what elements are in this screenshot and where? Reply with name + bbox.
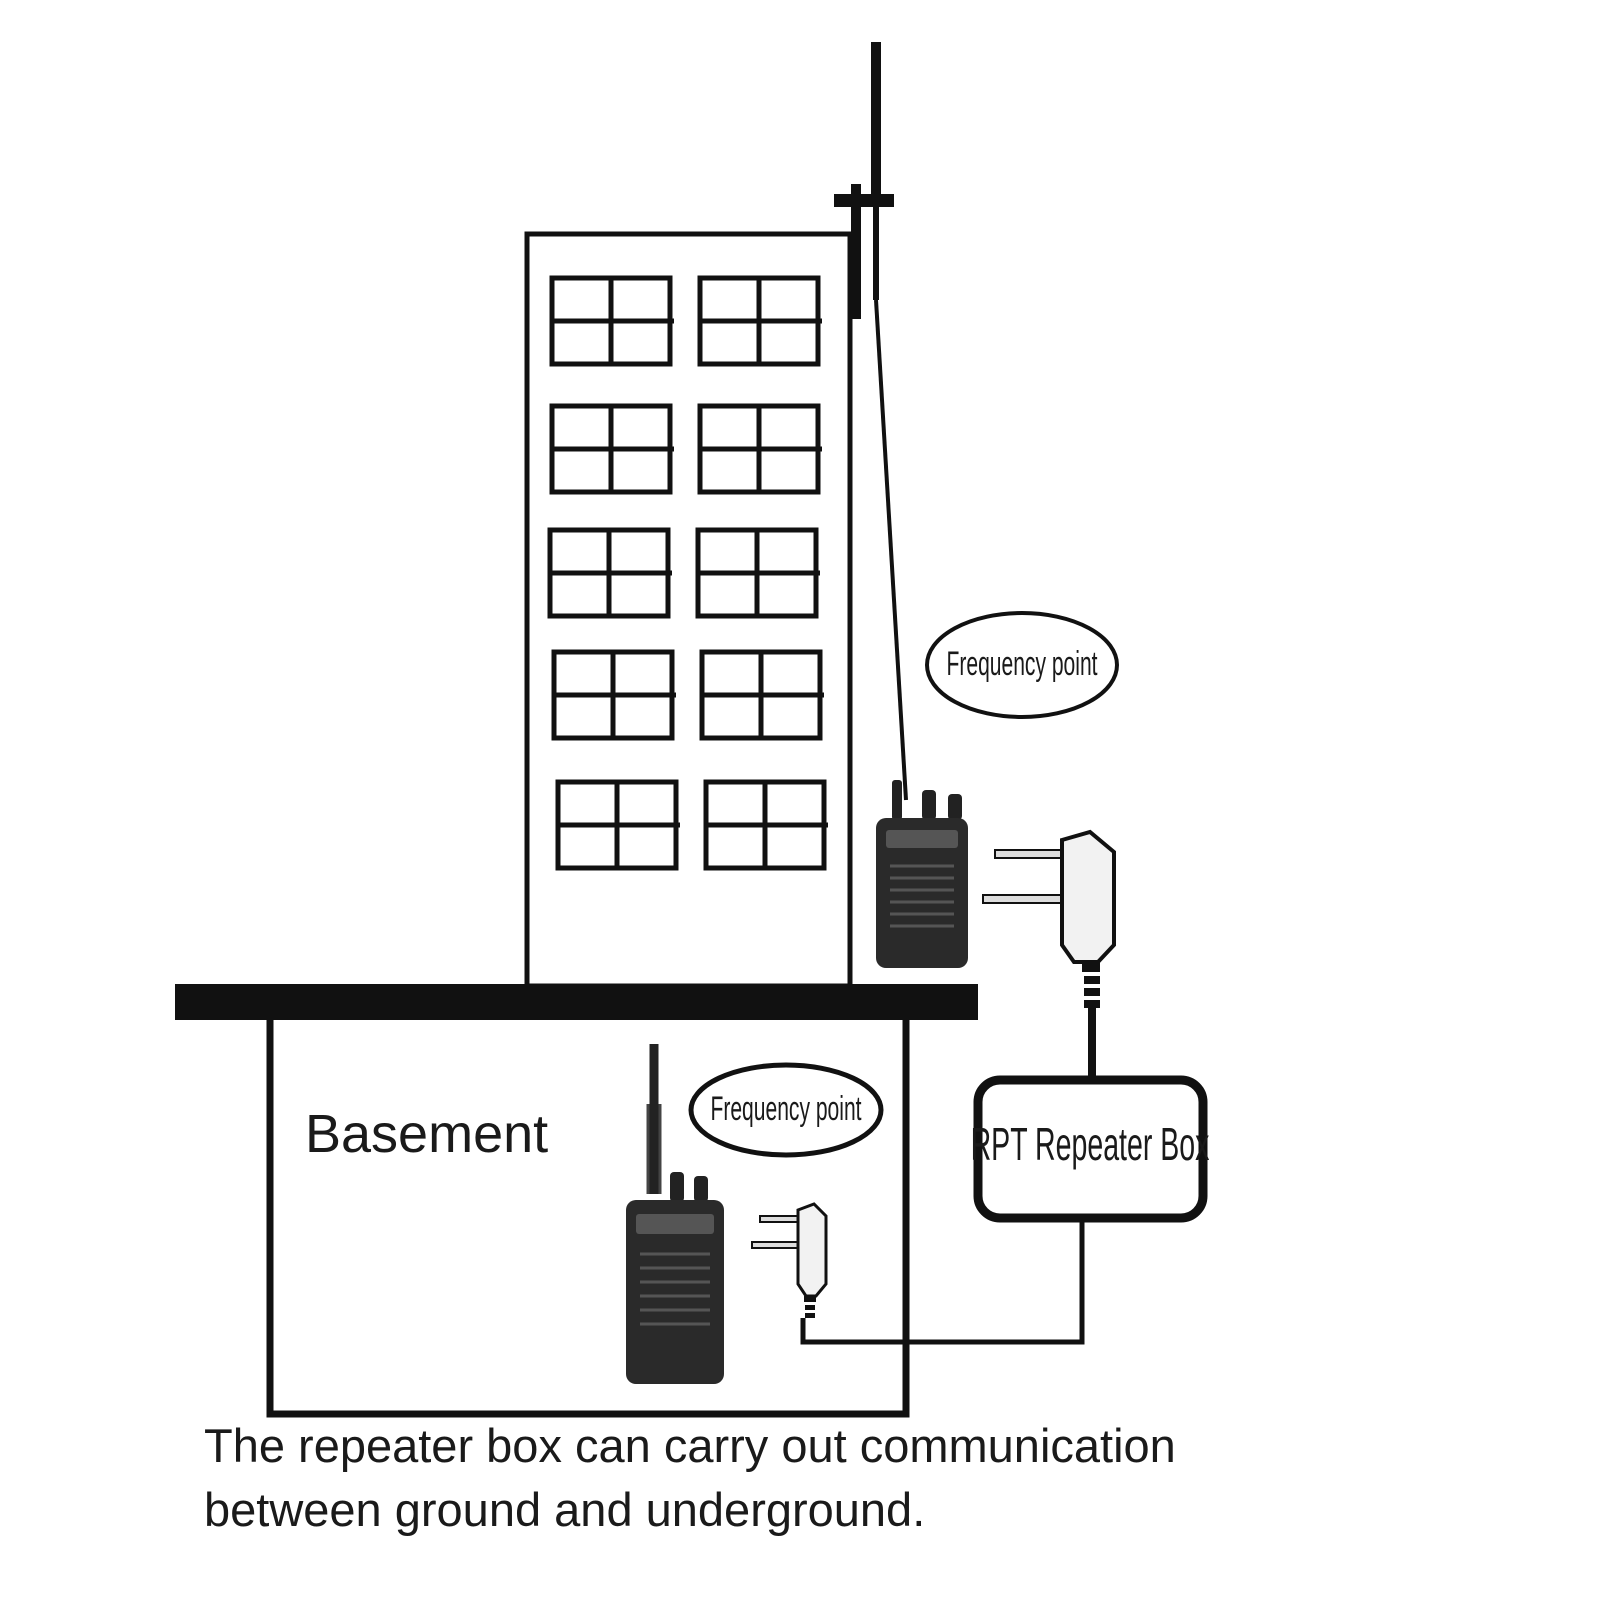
- walkie-talkie-icon: [626, 1044, 724, 1384]
- antenna-icon: [834, 42, 894, 319]
- building-windows: [547, 275, 828, 871]
- connector-plug-icon: [982, 829, 1116, 1008]
- building: [524, 231, 853, 989]
- ground-slab: [175, 984, 978, 1020]
- connector-plug-icon: [751, 1202, 828, 1318]
- frequency-point-lower-label: Frequency point: [710, 1089, 861, 1127]
- caption-line-2: between ground and underground.: [204, 1483, 926, 1536]
- caption-line-1: The repeater box can carry out communica…: [204, 1419, 1176, 1472]
- basement: [266, 1020, 910, 1418]
- building-outline: [524, 231, 853, 989]
- frequency-point-upper: Frequency point: [925, 611, 1119, 719]
- basement-label: Basement: [305, 1104, 548, 1164]
- walkie-talkie-icon: [876, 780, 968, 968]
- caption: The repeater box can carry out communica…: [204, 1414, 1404, 1542]
- repeater-box-icon: RPT Repeater Box: [971, 1075, 1210, 1223]
- frequency-point-upper-label: Frequency point: [946, 644, 1097, 682]
- frequency-point-lower: Frequency point: [688, 1062, 884, 1158]
- lower-cable: [800, 1218, 1085, 1345]
- repeater-box-label: RPT Repeater Box: [971, 1119, 1210, 1171]
- antenna-cable: [874, 299, 908, 801]
